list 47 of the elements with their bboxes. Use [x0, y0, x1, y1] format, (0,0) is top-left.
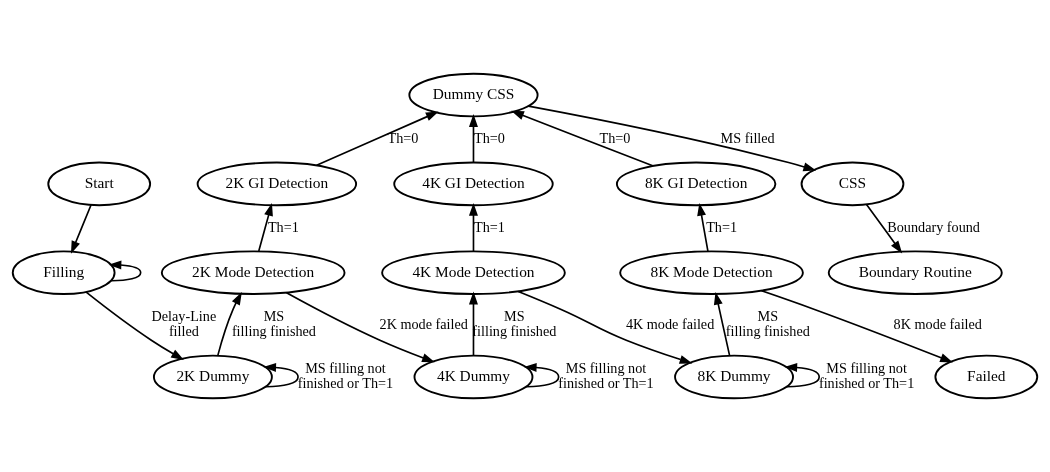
arrow — [70, 204, 92, 254]
arrow — [469, 202, 478, 252]
arrow — [511, 110, 654, 167]
node-ellipse: 8K GI Detection — [615, 161, 777, 207]
arrow — [263, 363, 299, 388]
edge-label: Th=1 — [267, 218, 299, 235]
node-ellipse: Start — [47, 161, 152, 207]
node-ellipse: 2K Mode Detection — [160, 250, 346, 295]
node-ellipse: 4K GI Detection — [393, 161, 554, 207]
arrow — [697, 202, 709, 252]
edge-label: MS filling finished — [472, 307, 557, 340]
node-ellipse: Filling — [11, 250, 116, 295]
edge-label: MS filling not finished or Th=1 — [297, 359, 394, 392]
edge-label: Th=0 — [599, 130, 631, 147]
edge-label: MS filling not finished or Th=1 — [558, 359, 654, 392]
arrow — [760, 289, 953, 363]
arrow — [315, 111, 439, 167]
arrow — [784, 363, 821, 388]
edge-label: MS filling not finished or Th=1 — [818, 359, 915, 392]
edge-label: Th=1 — [706, 218, 738, 235]
arrow — [527, 105, 817, 172]
edge-label: MS filled — [720, 130, 775, 147]
arrow — [469, 114, 478, 164]
node-ellipse: Boundary Routine — [827, 250, 1003, 295]
arrow — [517, 290, 693, 364]
arrow — [713, 291, 731, 357]
edge-label: MS filling finished — [231, 307, 316, 340]
edge-label: MS filling finished — [725, 307, 810, 340]
edge-label: Delay-Line filled — [151, 307, 217, 340]
edge-label: Th=0 — [474, 130, 505, 147]
edge-label: Boundary found — [887, 218, 980, 235]
arrow — [285, 291, 435, 363]
arrow — [865, 203, 903, 254]
edge-label: 8K mode failed — [893, 315, 982, 332]
edge-label: Th=1 — [474, 218, 505, 235]
node-ellipse: 2K Dummy — [152, 354, 273, 400]
edge-label: 4K mode failed — [625, 315, 715, 332]
arrow — [108, 260, 142, 282]
edge-label: Th=0 — [387, 130, 419, 147]
arrow — [216, 291, 242, 357]
node-ellipse: 2K GI Detection — [196, 161, 358, 207]
arrow — [85, 291, 184, 361]
edge-label: 2K mode failed — [379, 315, 468, 332]
arrow — [257, 203, 273, 252]
node-ellipse: 4K Mode Detection — [381, 250, 566, 295]
arrow — [523, 363, 560, 388]
node-ellipse: 8K Mode Detection — [619, 250, 804, 295]
